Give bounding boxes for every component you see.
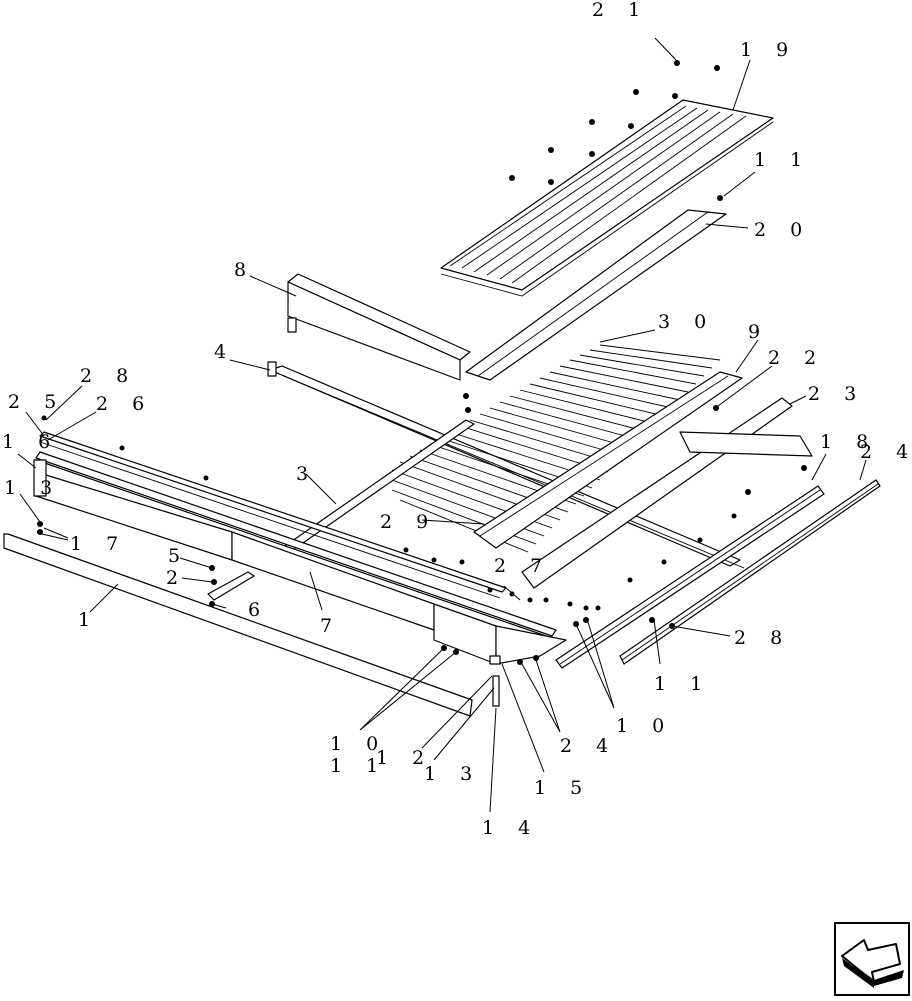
part-9-comb-bar: [473, 371, 743, 549]
callout-28: 2 8: [80, 365, 137, 387]
back-navigation-button[interactable]: [834, 922, 910, 996]
part-18-bracket: [679, 431, 813, 457]
callout-14: 1 4: [482, 817, 539, 839]
callout-24: 2 4: [860, 441, 912, 463]
part-20-strip: [465, 209, 727, 381]
callout-2: 2: [166, 567, 187, 589]
callout-1: 1: [78, 609, 99, 631]
callout-11: 1 1: [754, 149, 811, 171]
part-8-rear-beam: [287, 273, 471, 381]
back-arrow-icon: [834, 922, 910, 996]
part-24-right-rail: [619, 479, 881, 665]
callout-10: 1 0: [330, 733, 387, 755]
leader-lines: [17, 37, 867, 813]
part-1-cover: [3, 533, 473, 717]
callout-5: 5: [168, 545, 189, 567]
callout-13: 1 3: [424, 763, 481, 785]
part-19-top-panel: [440, 99, 774, 297]
part-28-right-rail: [555, 485, 825, 669]
part-3-cross-bar: [281, 419, 475, 553]
callout-labels: 2 1 1 9 1 1 2 0 8 3 0 9 4 2 2 2 3 2 8 2 …: [2, 0, 912, 839]
callout-16: 1 6: [2, 431, 59, 453]
callout-3: 3: [296, 463, 317, 485]
callout-13: 1 3: [4, 477, 61, 499]
part-7-front-beam: [33, 451, 567, 665]
callout-22: 2 2: [768, 347, 825, 369]
callout-21: 2 1: [592, 0, 649, 21]
callout-11: 1 1: [330, 755, 387, 777]
part-30-rods: [391, 344, 721, 553]
callout-9: 9: [748, 321, 769, 343]
callout-27: 2 7: [494, 555, 551, 577]
callout-12: 1 2: [376, 747, 433, 769]
callout-28: 2 8: [734, 627, 791, 649]
callout-25: 2 5: [8, 391, 65, 413]
callout-24: 2 4: [560, 735, 617, 757]
callout-10: 1 0: [616, 715, 673, 737]
callout-17: 1 7: [70, 533, 127, 555]
callout-30: 3 0: [658, 311, 715, 333]
callout-6: 6: [248, 599, 269, 621]
callout-4: 4: [214, 341, 235, 363]
fasteners: [37, 60, 807, 707]
part-6-plate: [207, 571, 255, 601]
callout-18: 1 8: [820, 431, 877, 453]
callout-11: 1 1: [654, 673, 711, 695]
callout-8: 8: [234, 259, 255, 281]
callout-29: 2 9: [380, 511, 437, 533]
callout-7: 7: [320, 615, 341, 637]
callout-20: 2 0: [754, 219, 811, 241]
callout-26: 2 6: [96, 393, 153, 415]
callout-15: 1 5: [534, 777, 591, 799]
callout-23: 2 3: [808, 383, 865, 405]
callout-19: 1 9: [740, 39, 797, 61]
